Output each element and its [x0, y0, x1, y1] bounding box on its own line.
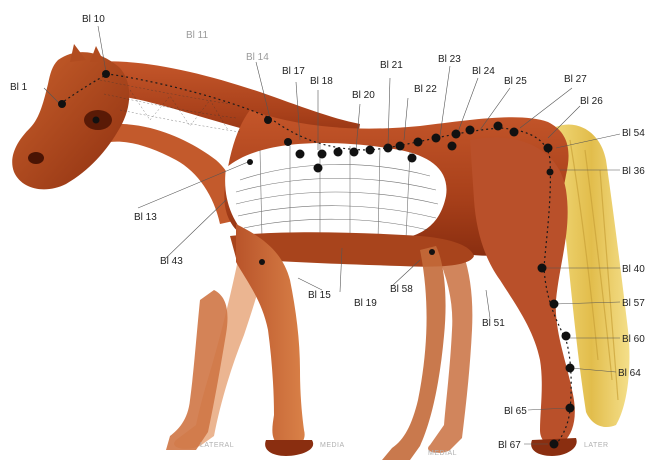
- label-bl23: Bl 23: [438, 54, 461, 65]
- label-bl64: Bl 64: [618, 368, 641, 379]
- label-bl14: Bl 14: [246, 52, 269, 63]
- view-label-medial-left: MEDIA: [320, 440, 345, 451]
- label-bl60: Bl 60: [622, 334, 645, 345]
- acupoint-head: [93, 117, 100, 124]
- acupoint-bl21: [384, 144, 393, 153]
- label-bl51: Bl 51: [482, 318, 505, 329]
- acupoint-bl10: [102, 70, 110, 78]
- acupoint-bl15: [296, 150, 305, 159]
- label-bl13: Bl 13: [134, 212, 157, 223]
- view-label-lateral-right: LATER: [584, 440, 609, 451]
- acupoint-bl16: [314, 164, 323, 173]
- label-bl40: Bl 40: [622, 264, 645, 275]
- label-bl67: Bl 67: [498, 440, 521, 451]
- label-bl65: Bl 65: [504, 406, 527, 417]
- acupoint-bl1: [58, 100, 66, 108]
- acupoint-bl54: [544, 144, 553, 153]
- label-bl26: Bl 26: [580, 96, 603, 107]
- acupoint-bl65: [566, 404, 575, 413]
- label-bl57: Bl 57: [622, 298, 645, 309]
- acupoint-bl64: [566, 364, 575, 373]
- label-bl21: Bl 21: [380, 60, 403, 71]
- label-bl20: Bl 20: [352, 90, 375, 101]
- acupoint-hindleg: [429, 249, 435, 255]
- label-bl36: Bl 36: [622, 166, 645, 177]
- acupoint-bl23: [414, 138, 423, 147]
- acupoint-bl20: [366, 146, 375, 155]
- far-forelimb-lower: [166, 290, 228, 450]
- view-label-medial: MEDIAL: [428, 448, 457, 459]
- label-bl25: Bl 25: [504, 76, 527, 87]
- label-bl58: Bl 58: [390, 284, 413, 295]
- acupoint-bl22: [396, 142, 405, 151]
- acupoint-bl24b: [448, 142, 457, 151]
- acupoint-bl25: [452, 130, 461, 139]
- acupoint-bl17: [318, 150, 327, 159]
- acupoint-bl57: [550, 300, 559, 309]
- acupoint-bl27: [494, 122, 503, 131]
- label-bl18: Bl 18: [310, 76, 333, 87]
- label-bl19: Bl 19: [354, 298, 377, 309]
- label-bl22: Bl 22: [414, 84, 437, 95]
- label-bl24: Bl 24: [472, 66, 495, 77]
- label-bl11: Bl 11: [186, 30, 208, 41]
- acupoint-bl36: [547, 169, 554, 176]
- acupoint-bl28: [510, 128, 519, 137]
- label-bl43: Bl 43: [160, 256, 183, 267]
- label-bl54: Bl 54: [622, 128, 645, 139]
- label-bl10: Bl 10: [82, 14, 105, 25]
- acupoint-bl18: [334, 148, 343, 157]
- view-label-lateral: LATERAL: [200, 440, 234, 451]
- label-bl15: Bl 15: [308, 290, 331, 301]
- acupoint-bl60: [562, 332, 571, 341]
- acupoint-bl67: [550, 440, 559, 449]
- acupoint-bl14: [284, 138, 292, 146]
- acupoint-foreleg: [259, 259, 265, 265]
- acupoint-bl26: [466, 126, 475, 135]
- acupoint-bl11: [264, 116, 272, 124]
- label-bl1: Bl 1: [10, 82, 27, 93]
- acupoint-bl19: [350, 148, 359, 157]
- label-bl27: Bl 27: [564, 74, 587, 85]
- acupoint-bl13: [247, 159, 253, 165]
- far-hindlimb-lower: [382, 246, 446, 460]
- label-bl17: Bl 17: [282, 66, 305, 77]
- acupoint-bl24: [432, 134, 441, 143]
- acupoint-bl40: [538, 264, 547, 273]
- acupoint-bl22b: [408, 154, 417, 163]
